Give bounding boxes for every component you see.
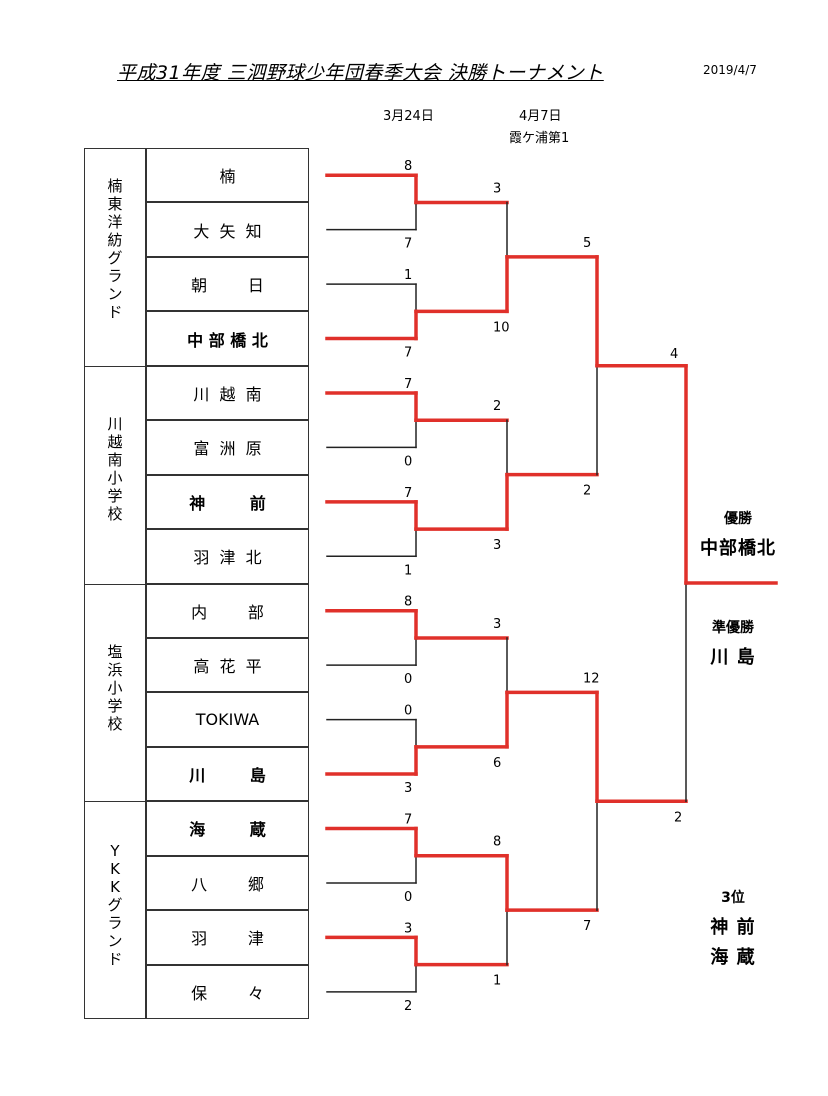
- score-label: 3: [404, 781, 412, 796]
- score-label: 0: [404, 704, 412, 719]
- score-label: 5: [583, 236, 591, 251]
- score-label: 7: [583, 919, 591, 934]
- team-cell: TOKIWA: [146, 692, 309, 747]
- venue-name: 塩浜小学校: [107, 642, 123, 733]
- champion-team: 中部橋北: [700, 538, 776, 559]
- team-cell: 富 洲 原: [146, 420, 309, 475]
- team-cell: 八 郷: [146, 855, 309, 911]
- score-label: 1: [404, 268, 412, 283]
- venue-name: 楠東洋紡グランド: [107, 177, 123, 321]
- score-label: 0: [404, 672, 412, 687]
- round1-date-header: 3月24日: [383, 109, 434, 124]
- team-cell: 内 部: [146, 583, 309, 638]
- team-cell: 羽 津: [146, 910, 309, 965]
- score-label: 8: [404, 595, 412, 610]
- round2-venue-header: 霞ケ浦第1: [509, 131, 570, 146]
- score-label: 12: [583, 671, 600, 686]
- venue-name: 川越南小学校: [107, 414, 123, 523]
- score-label: 7: [404, 237, 412, 252]
- score-label: 10: [493, 320, 510, 335]
- third-place-label: 3位: [721, 890, 745, 906]
- runner-up-team: 川 島: [710, 647, 756, 668]
- score-label: 2: [404, 999, 412, 1014]
- score-label: 0: [404, 454, 412, 469]
- team-cell: 高 花 平: [146, 637, 309, 693]
- venue-block: 塩浜小学校: [85, 585, 145, 803]
- venue-name: YKKグランド: [107, 842, 123, 969]
- venue-block: 楠東洋紡グランド: [85, 149, 145, 367]
- team-cell: 川 島: [146, 746, 309, 802]
- venue-block: 川越南小学校: [85, 367, 145, 585]
- score-label: 8: [493, 835, 501, 850]
- team-cell: 保 々: [146, 964, 309, 1020]
- score-label: 4: [670, 347, 678, 362]
- third-place-team: 神 前: [710, 917, 756, 938]
- score-label: 2: [583, 484, 591, 499]
- runner-up-label: 準優勝: [712, 620, 754, 636]
- score-label: 3: [493, 181, 501, 196]
- score-label: 6: [493, 756, 501, 771]
- team-cell: 海 蔵: [146, 801, 309, 856]
- team-cell: 朝 日: [146, 256, 309, 312]
- venue-block: YKKグランド: [85, 802, 145, 1020]
- score-label: 7: [404, 346, 412, 361]
- team-cell: 神 前: [146, 474, 309, 530]
- team-cell: 楠: [146, 148, 309, 203]
- champion-block: 優勝 中部橋北: [683, 508, 793, 560]
- document-date: 2019/4/7: [703, 63, 757, 77]
- team-column: 楠大 矢 知朝 日中 部 橋 北川 越 南富 洲 原神 前羽 津 北内 部高 花…: [146, 148, 309, 1020]
- third-place-team: 海 蔵: [710, 947, 756, 968]
- score-label: 7: [404, 486, 412, 501]
- score-label: 7: [404, 813, 412, 828]
- team-cell: 羽 津 北: [146, 529, 309, 584]
- venue-column: 楠東洋紡グランド 川越南小学校 塩浜小学校 YKKグランド: [84, 148, 146, 1019]
- team-cell: 中 部 橋 北: [146, 311, 309, 366]
- score-label: 3: [404, 921, 412, 936]
- round2-date-header: 4月7日: [519, 109, 562, 124]
- score-label: 1: [493, 974, 501, 989]
- score-label: 0: [404, 890, 412, 905]
- score-label: 8: [404, 159, 412, 174]
- team-cell: 川 越 南: [146, 365, 309, 421]
- score-label: 3: [493, 538, 501, 553]
- score-label: 1: [404, 563, 412, 578]
- champion-label: 優勝: [724, 511, 752, 527]
- runner-up-block: 準優勝 川 島: [683, 617, 783, 669]
- score-label: 2: [493, 399, 501, 414]
- third-place-block: 3位 神 前 海 蔵: [683, 887, 783, 969]
- score-label: 7: [404, 377, 412, 392]
- tournament-title: 平成31年度 三泗野球少年団春季大会 決勝トーナメント: [117, 62, 604, 84]
- score-label: 3: [493, 617, 501, 632]
- team-cell: 大 矢 知: [146, 202, 309, 257]
- score-label: 2: [674, 810, 682, 825]
